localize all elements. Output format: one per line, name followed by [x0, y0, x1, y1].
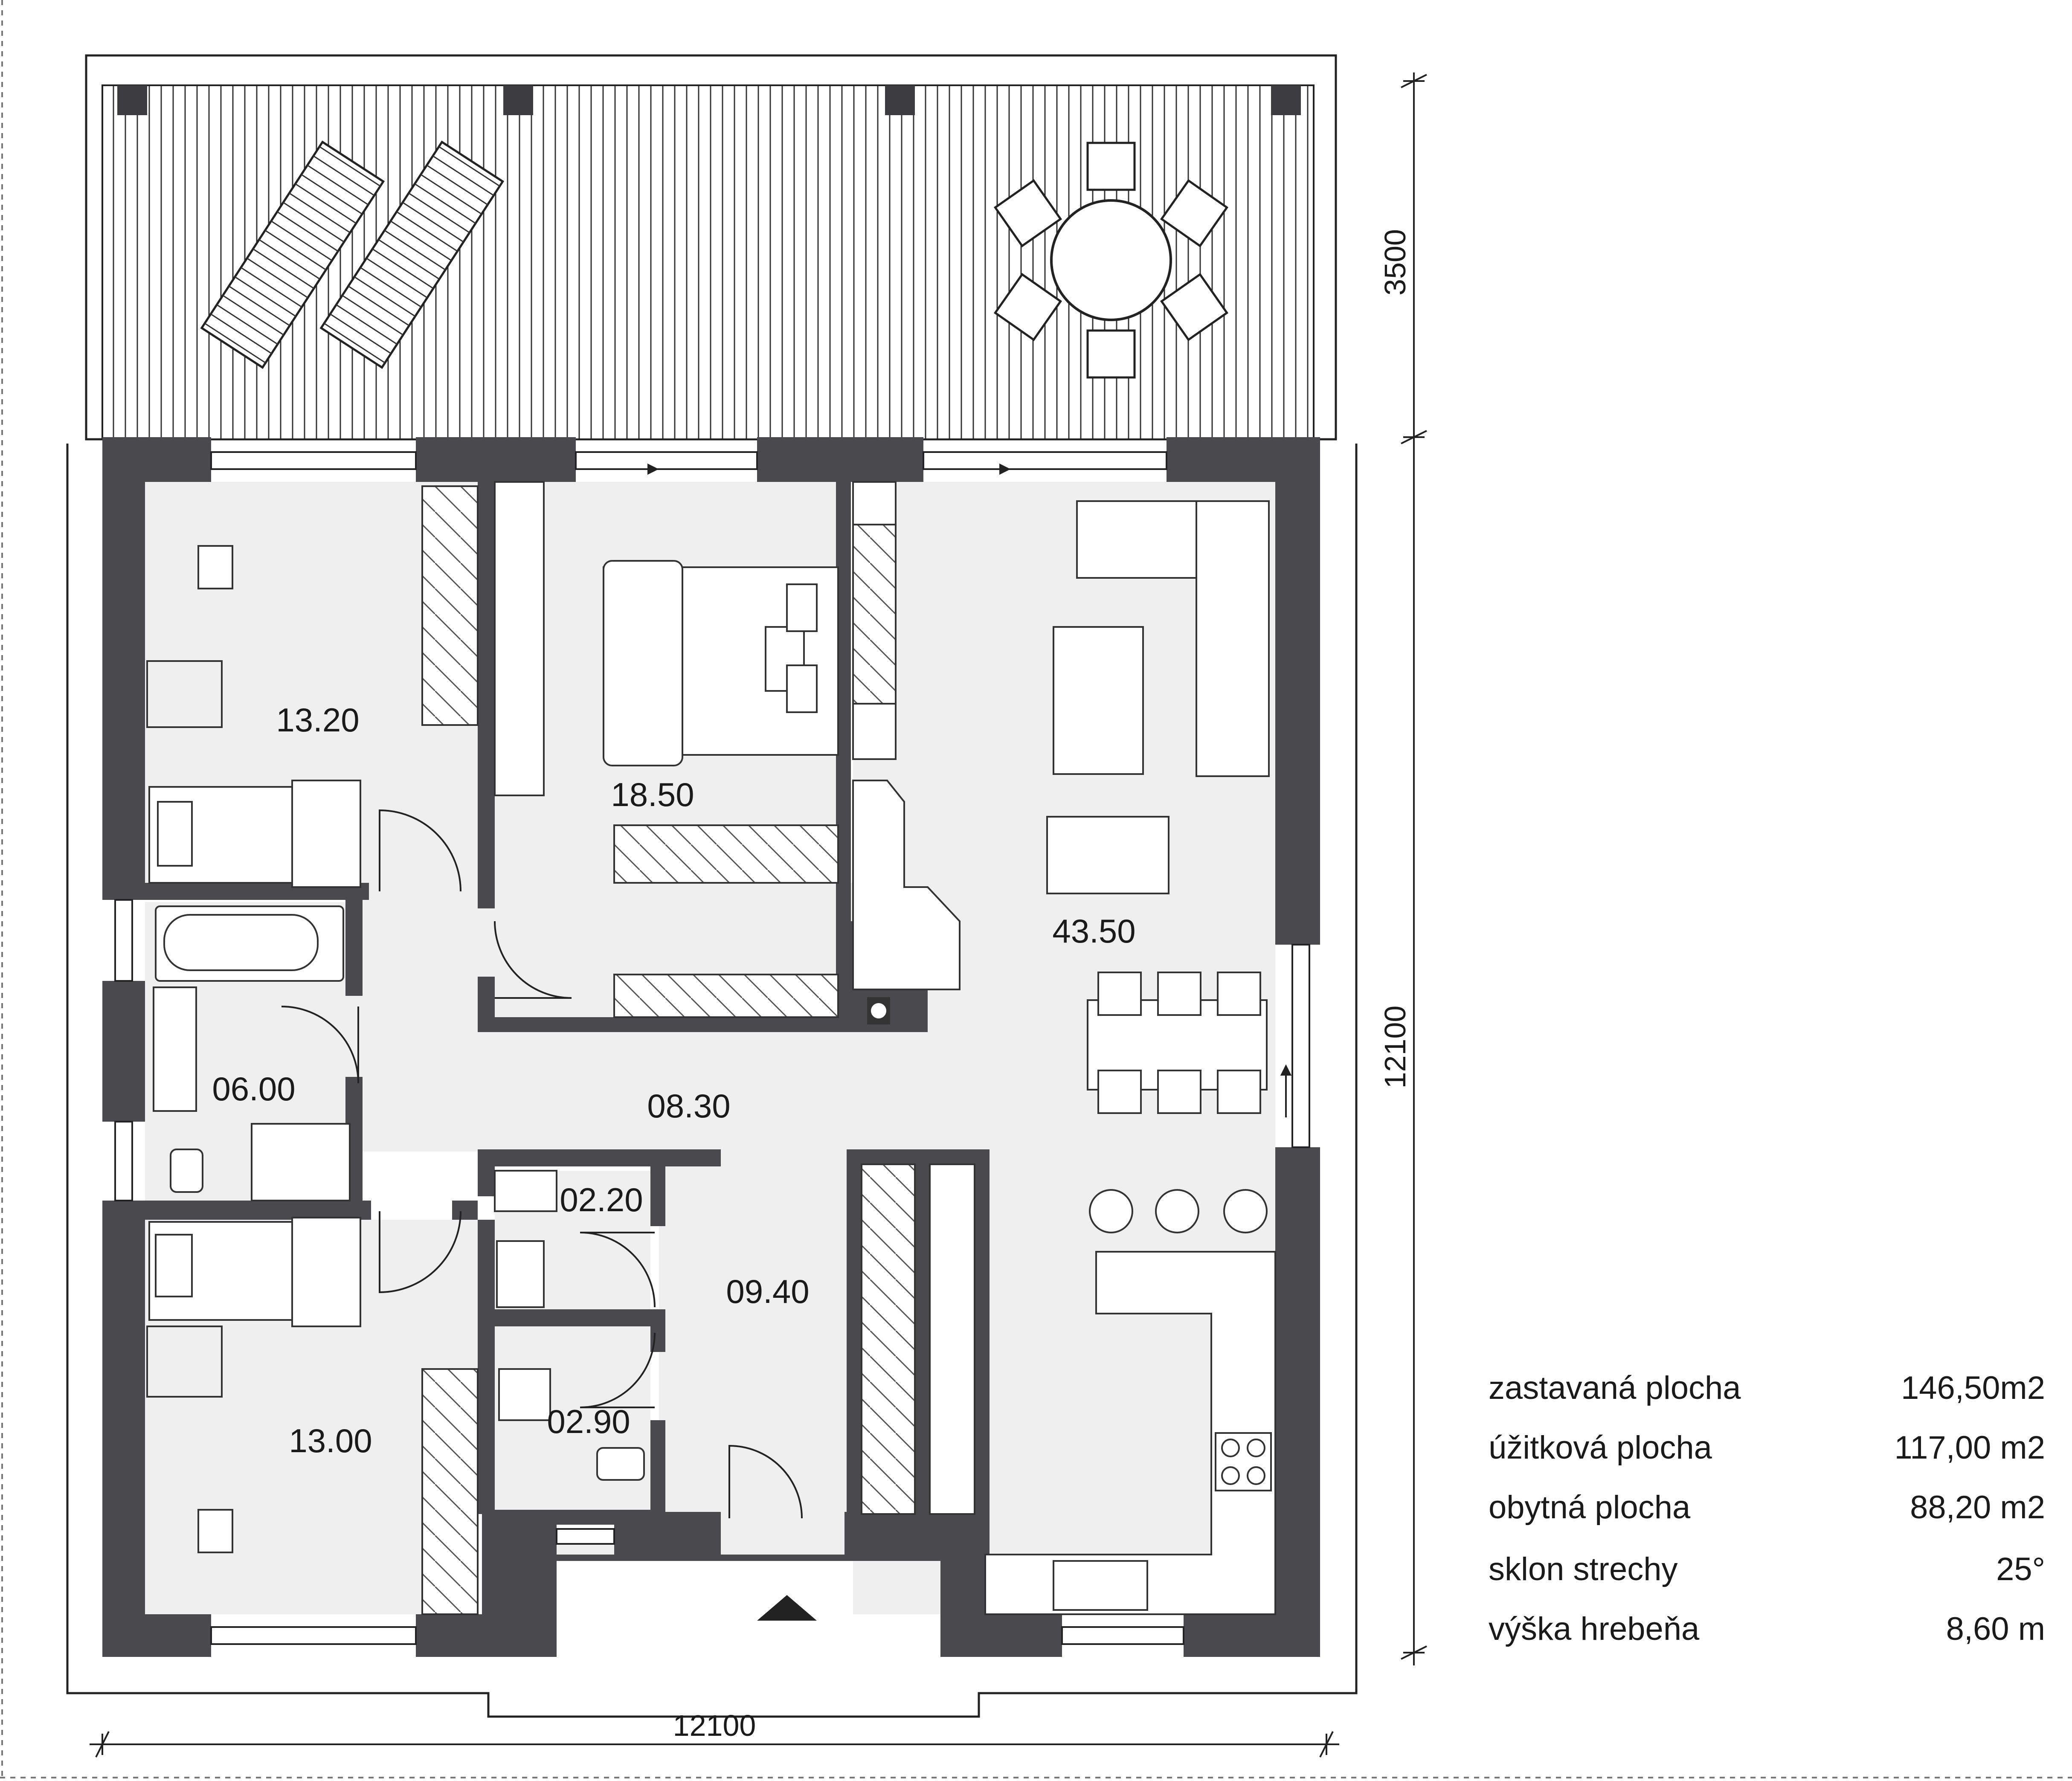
doors — [281, 809, 803, 1519]
info-value: 25° — [1996, 1551, 2045, 1587]
room-labels: 13.20 18.50 43.50 06.00 08.30 02.20 09.4… — [212, 701, 1135, 1459]
room-area-label: 06.00 — [212, 1070, 295, 1108]
house-depth-dimension: 12100 — [1378, 1006, 1412, 1089]
info-label: sklon strechy — [1489, 1551, 1678, 1587]
terrace-post — [885, 85, 915, 115]
terrace-post — [117, 85, 147, 115]
terrace — [85, 54, 1337, 441]
walls — [102, 437, 1320, 1657]
room-area-label: 02.20 — [560, 1181, 643, 1218]
room-area-label: 13.00 — [289, 1422, 372, 1459]
entrance-arrow-icon — [757, 1595, 817, 1621]
room-area-label: 43.50 — [1052, 912, 1135, 950]
house-width-dimension: 12100 — [673, 1709, 756, 1742]
room-area-label: 02.90 — [547, 1403, 630, 1440]
terrace-depth-dimension: 3500 — [1378, 229, 1412, 296]
info-label: úžitková plocha — [1489, 1430, 1712, 1466]
info-value: 8,60 m — [1946, 1611, 2045, 1647]
roof-outline — [66, 444, 1358, 1718]
info-label: výška hrebeňa — [1489, 1611, 1700, 1647]
terrace-post — [503, 85, 533, 115]
sliding-door-arrow-icon — [606, 463, 1292, 1117]
info-label: zastavaná plocha — [1489, 1370, 1741, 1406]
room-area-label: 08.30 — [647, 1087, 730, 1125]
room-area-label: 13.20 — [276, 701, 359, 739]
room-area-label: 09.40 — [726, 1273, 809, 1310]
sun-lounger — [319, 140, 505, 369]
dimension-labels: 3500 12100 12100 — [673, 229, 1412, 1742]
terrace-post — [1271, 85, 1301, 115]
furniture — [146, 481, 1276, 1615]
info-value: 117,00 m2 — [1894, 1430, 2045, 1466]
room-area-label: 18.50 — [611, 776, 694, 813]
windows — [114, 451, 1310, 1645]
info-table: zastavaná plocha 146,50m2 úžitková ploch… — [1489, 1370, 2045, 1647]
sun-lounger — [200, 140, 385, 369]
info-value: 88,20 m2 — [1910, 1489, 2045, 1526]
dimension-lines — [90, 73, 1427, 1758]
info-label: obytná plocha — [1489, 1489, 1691, 1526]
info-value: 146,50m2 — [1901, 1370, 2045, 1406]
terrace-dining-set — [993, 142, 1229, 379]
